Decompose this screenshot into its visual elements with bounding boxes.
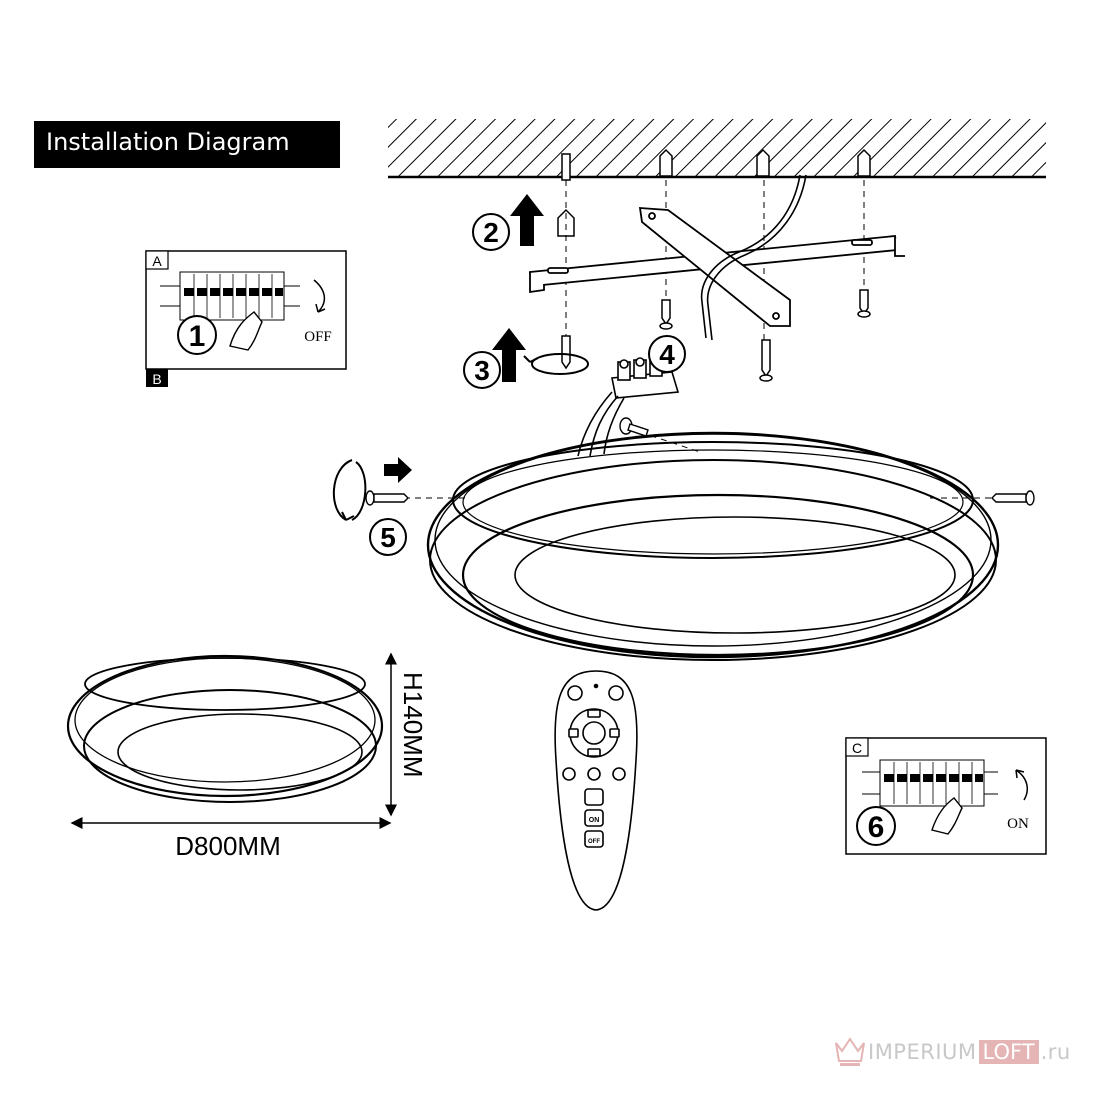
push-arrow-icon [384,457,412,483]
panel-c-state: ON [1007,816,1029,832]
panel-b-letter: B [152,371,161,387]
watermark-text-2: LOFT [978,1040,1039,1064]
diagram-title: Installation Diagram [46,128,290,156]
step-badges: 2 3 4 5 [369,213,686,556]
remote-off-label: OFF [588,839,600,845]
watermark-text-3: .ru [1040,1040,1071,1064]
supply-cable [700,174,807,341]
mounting-bracket [528,207,905,327]
side-screws [365,417,1035,506]
step-3-label: 3 [474,355,490,386]
title-banner: Installation Diagram [34,121,340,168]
panel-breaker-on: C 6 ON [845,737,1047,855]
switch-up-arrow-icon [1015,769,1029,801]
step-1-label: 1 [189,320,206,353]
step3-up-arrow-icon [492,328,526,382]
step-5-label: 5 [380,522,396,553]
lamp-dimension-view [66,652,397,829]
diameter-label: D800MM [175,831,280,861]
panel-breaker-off: A B 1 OFF [145,250,347,387]
rotate-arrow-icon [333,459,367,521]
crown-logo-icon [835,1037,865,1066]
height-label: H140MM [398,672,428,777]
terminal-block [611,355,680,399]
hand-icon [931,797,963,835]
mounting-screws [561,289,871,382]
ceiling-lamp [426,431,1000,661]
wall-plugs [557,148,871,237]
remote-on-label: ON [589,817,600,824]
panel-a-letter: A [152,253,162,269]
watermark: IMPERIUM LOFT .ru [832,1034,1071,1070]
ceiling [388,119,1046,179]
panel-c-letter: C [852,740,862,756]
step-4-label: 4 [659,339,675,370]
watermark-text-1: IMPERIUM [868,1040,977,1064]
step-6-label: 6 [868,811,885,844]
step2-up-arrow-icon [510,194,544,246]
remote-control [554,670,638,911]
step3-rotate-icon [523,353,589,375]
step-2-label: 2 [483,217,499,248]
switch-down-arrow-icon [313,279,326,313]
hand-icon [229,311,263,351]
panel-a-state: OFF [304,329,332,345]
